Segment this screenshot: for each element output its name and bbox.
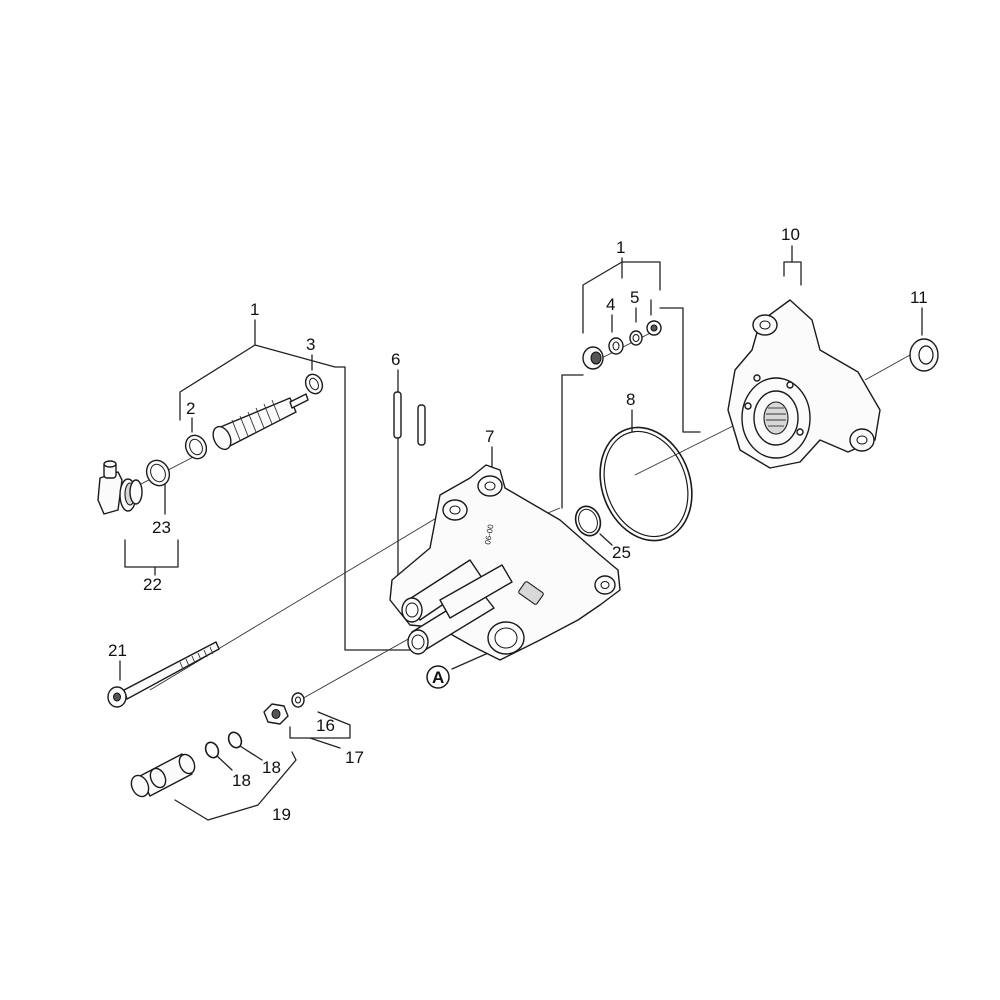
callout-6: 6 [391, 350, 400, 369]
callout-17: 17 [345, 748, 364, 767]
callout-21: 21 [108, 641, 127, 660]
pump-housing-part-7: 06-00 [389, 464, 621, 661]
callout-A: A [432, 668, 444, 687]
leader-lines [109, 245, 923, 821]
shaft-seal-part-11 [909, 338, 939, 372]
o-ring-part-25 [574, 505, 602, 537]
washer-part-16 [291, 692, 305, 708]
callout-4: 4 [606, 295, 615, 314]
bolt-part-21 [107, 641, 220, 708]
callout-18-b: 18 [262, 758, 281, 777]
callout-1-left: 1 [250, 300, 259, 319]
callout-16: 16 [316, 716, 335, 735]
nut-part-17 [263, 703, 289, 725]
callout-10: 10 [781, 225, 800, 244]
callout-labels: 1 2 3 6 7 1 4 5 8 10 11 23 22 25 21 16 1… [108, 225, 928, 824]
valve-spring-assembly [212, 393, 309, 451]
callout-22: 22 [143, 575, 162, 594]
callout-8: 8 [626, 390, 635, 409]
callout-23: 23 [152, 518, 171, 537]
callout-18-a: 18 [232, 771, 251, 790]
callout-25: 25 [612, 543, 631, 562]
callout-1-right: 1 [616, 238, 625, 257]
callout-7: 7 [485, 427, 494, 446]
callout-3: 3 [306, 335, 315, 354]
large-o-ring-part-8 [599, 426, 693, 542]
callout-5: 5 [630, 288, 639, 307]
callout-2: 2 [186, 399, 195, 418]
hose-connector-part-22 [97, 460, 143, 515]
dowel-pins-part-6 [393, 391, 426, 446]
o-ring-part-23 [145, 459, 171, 487]
callout-11: 11 [910, 288, 928, 307]
view-marker-circle [426, 665, 450, 689]
valve-part-19 [130, 753, 196, 798]
o-ring-part-3 [304, 373, 324, 395]
seal-set-part-1-right [582, 320, 662, 370]
flange-part-10 [727, 299, 881, 469]
callout-19: 19 [272, 805, 291, 824]
o-rings-part-18 [204, 731, 243, 759]
housing-marking: 06-00 [483, 523, 496, 545]
o-ring-part-2 [184, 434, 208, 460]
